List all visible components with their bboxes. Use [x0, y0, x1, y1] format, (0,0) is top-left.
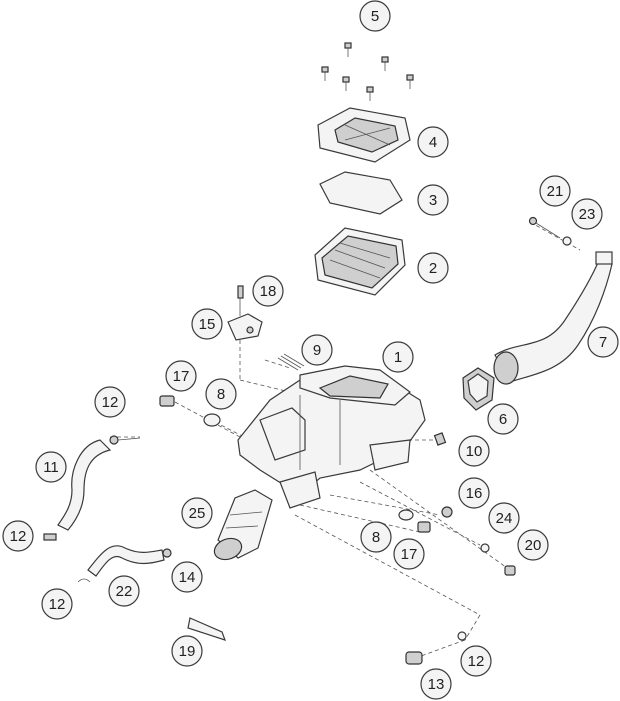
svg-text:4: 4 [429, 134, 437, 151]
callout-18: 18 [252, 275, 284, 307]
svg-text:6: 6 [499, 411, 507, 428]
svg-text:12: 12 [10, 528, 27, 545]
rubber-grommet [462, 367, 495, 411]
spring-clip [277, 353, 305, 371]
svg-text:8: 8 [372, 529, 380, 546]
callout-19: 19 [171, 635, 203, 667]
callout-15: 15 [191, 308, 223, 340]
svg-text:8: 8 [217, 386, 225, 403]
air-filter [314, 227, 406, 296]
callout-13: 13 [420, 668, 452, 700]
svg-text:25: 25 [189, 505, 206, 522]
callout-20: 20 [517, 529, 549, 561]
intake-boot [213, 489, 273, 561]
callout-12c: 12 [41, 588, 73, 620]
drain-cap-13 [405, 631, 467, 665]
callout-8: 8 [205, 378, 237, 410]
bolt-10 [433, 432, 447, 446]
breather-hose-22 [77, 545, 172, 583]
svg-text:23: 23 [579, 206, 596, 223]
cover-seal [319, 171, 403, 215]
svg-text:1: 1 [394, 349, 402, 366]
drain-plug-lower [398, 509, 431, 533]
svg-text:12: 12 [102, 394, 119, 411]
svg-text:19: 19 [179, 643, 196, 660]
callout-25: 25 [181, 497, 213, 529]
callout-8b: 8 [360, 521, 392, 553]
svg-text:24: 24 [496, 510, 513, 527]
svg-text:3: 3 [429, 192, 437, 209]
callout-10: 10 [458, 435, 490, 467]
sensor-bracket [227, 285, 263, 341]
callout-6: 6 [487, 403, 519, 435]
airbox-cover [317, 107, 411, 163]
svg-text:2: 2 [429, 260, 437, 277]
callout-23: 23 [571, 198, 603, 230]
drain-tube-19 [187, 617, 226, 641]
svg-text:15: 15 [199, 316, 216, 333]
svg-text:17: 17 [401, 546, 418, 563]
callout-1: 1 [382, 341, 414, 373]
callout-21: 21 [539, 175, 571, 207]
svg-text:12: 12 [468, 653, 485, 670]
svg-text:18: 18 [260, 283, 277, 300]
callout-2: 2 [417, 252, 449, 284]
callout-3: 3 [417, 184, 449, 216]
callout-7: 7 [587, 326, 619, 358]
callout-12: 12 [94, 386, 126, 418]
callout-5: 5 [359, 0, 391, 32]
svg-text:13: 13 [428, 676, 445, 693]
svg-text:17: 17 [173, 368, 190, 385]
svg-text:10: 10 [466, 443, 483, 460]
fittings-16-24-20 [441, 506, 516, 576]
intake-snorkel [493, 216, 613, 385]
callout-22: 22 [108, 575, 140, 607]
svg-text:21: 21 [547, 183, 564, 200]
callout-9: 9 [301, 334, 333, 366]
callout-12b: 12 [2, 520, 34, 552]
svg-text:14: 14 [179, 569, 196, 586]
svg-text:22: 22 [116, 583, 133, 600]
callout-4: 4 [417, 126, 449, 158]
svg-text:7: 7 [599, 334, 607, 351]
screws-set [321, 42, 414, 101]
svg-text:9: 9 [313, 342, 321, 359]
svg-text:12: 12 [49, 596, 66, 613]
callout-24: 24 [488, 502, 520, 534]
callout-17: 17 [165, 360, 197, 392]
breather-hose-11 [43, 435, 141, 541]
svg-text:5: 5 [371, 8, 379, 25]
callout-12d: 12 [460, 645, 492, 677]
airbox-housing [237, 365, 426, 509]
callout-16: 16 [458, 477, 490, 509]
callout-14: 14 [171, 561, 203, 593]
svg-text:20: 20 [525, 537, 542, 554]
svg-text:11: 11 [43, 459, 59, 476]
callout-11: 11 [35, 451, 67, 483]
callout-17b: 17 [393, 538, 425, 570]
drain-plug-upper [159, 395, 221, 427]
svg-text:16: 16 [466, 485, 483, 502]
